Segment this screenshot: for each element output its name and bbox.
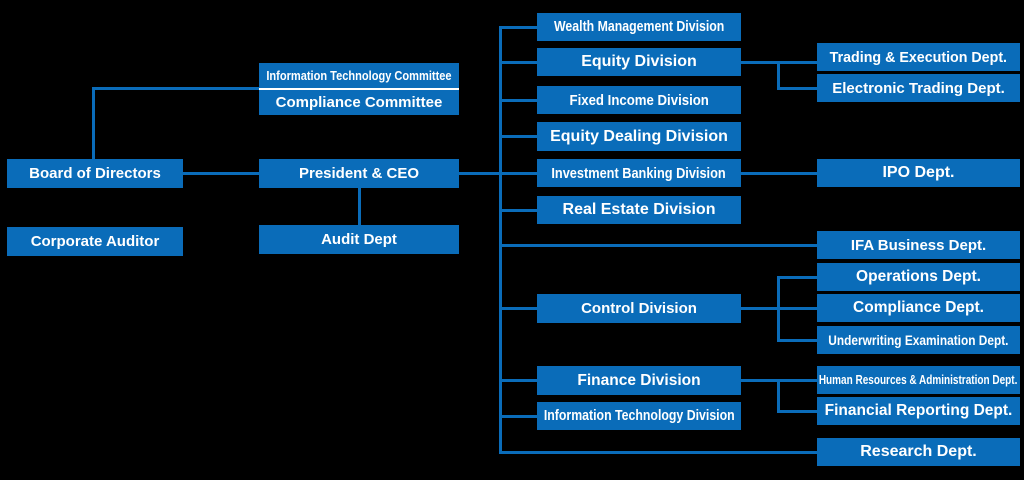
node-financial-reporting-dept: Financial Reporting Dept. [817,397,1020,425]
connector-spine-to-research [499,451,817,454]
node-label: Control Division [581,300,697,317]
connector-equity-branch-vertical [777,61,780,90]
node-label: Electronic Trading Dept. [832,79,1005,97]
node-label: Research Dept. [860,443,977,460]
node-compliance-dept: Compliance Dept. [817,294,1020,322]
node-label: Human Resources & Administration Dept. [819,373,1018,387]
node-fixed-income-division: Fixed Income Division [537,86,741,114]
node-label: Fixed Income Division [569,91,709,109]
node-label: Operations Dept. [856,268,981,285]
connector-stub-finance [499,379,537,382]
node-label: Information Technology Committee [266,68,452,83]
connector-stub-it-division [499,415,537,418]
node-underwriting-examination-dept: Underwriting Examination Dept. [817,326,1020,354]
connector-control-to-operations [777,276,817,279]
node-label: IFA Business Dept. [850,236,987,254]
node-label: Financial Reporting Dept. [824,402,1013,419]
node-operations-dept: Operations Dept. [817,263,1020,291]
connector-equity-to-electronic [777,87,817,90]
connector-board-to-committee-horizontal [92,87,259,90]
node-label: President & CEO [298,165,420,182]
connector-stub-fixed-income [499,99,537,102]
connector-control-to-underwriting [777,339,817,342]
node-label: Equity Dealing Division [550,127,728,145]
node-ifa-business-dept: IFA Business Dept. [817,231,1020,259]
node-real-estate-division: Real Estate Division [537,196,741,224]
node-label: Real Estate Division [562,201,716,218]
node-label: Board of Directors [29,165,161,182]
connector-stub-equity-dealing [499,135,537,138]
node-label: Compliance Committee [275,94,443,111]
node-control-division: Control Division [537,294,741,323]
connector-board-to-committee-vertical [92,87,95,159]
connector-finance-to-financial-reporting [777,410,817,413]
connector-ibd-to-ipo [741,172,817,175]
connector-board-to-president [183,172,259,175]
node-information-technology-committee: Information Technology Committee [259,63,459,88]
node-research-dept: Research Dept. [817,438,1020,466]
node-equity-dealing-division: Equity Dealing Division [537,122,741,151]
node-label: Audit Dept [321,231,397,248]
node-audit-dept: Audit Dept [259,225,459,254]
node-information-technology-division: Information Technology Division [537,402,741,430]
connector-control-branch-vertical [777,276,780,342]
node-label: Trading & Execution Dept. [829,48,1008,66]
connector-spine-vertical [499,26,502,454]
node-corporate-auditor: Corporate Auditor [7,227,183,256]
connector-spine-to-ifa [499,244,817,247]
connector-president-to-spine [459,172,537,175]
committee-divider [259,88,459,90]
node-trading-execution-dept: Trading & Execution Dept. [817,43,1020,71]
node-electronic-trading-dept: Electronic Trading Dept. [817,74,1020,102]
node-label: Wealth Management Division [553,19,725,35]
node-wealth-management-division: Wealth Management Division [537,13,741,41]
node-equity-division: Equity Division [537,48,741,76]
node-hr-admin-dept: Human Resources & Administration Dept. [817,366,1020,394]
connector-finance-branch-vertical [777,379,780,413]
node-label: Information Technology Division [543,408,735,424]
connector-president-to-audit [358,188,361,225]
connector-stub-real-estate [499,209,537,212]
node-ipo-dept: IPO Dept. [817,159,1020,187]
node-committee-group: Information Technology Committee Complia… [259,63,459,115]
node-label: Underwriting Examination Dept. [828,332,1009,348]
node-label: Investment Banking Division [551,164,727,182]
node-label: Corporate Auditor [30,233,160,250]
node-compliance-committee: Compliance Committee [259,90,459,115]
connector-stub-equity [499,61,537,64]
node-investment-banking-division: Investment Banking Division [537,159,741,187]
node-label: Equity Division [581,53,697,70]
node-label: IPO Dept. [882,164,955,181]
node-board-of-directors: Board of Directors [7,159,183,188]
node-label: Finance Division [577,371,701,389]
connector-stub-wealth-management [499,26,537,29]
node-finance-division: Finance Division [537,366,741,395]
connector-stub-control [499,307,537,310]
node-president-ceo: President & CEO [259,159,459,188]
node-label: Compliance Dept. [853,299,984,316]
